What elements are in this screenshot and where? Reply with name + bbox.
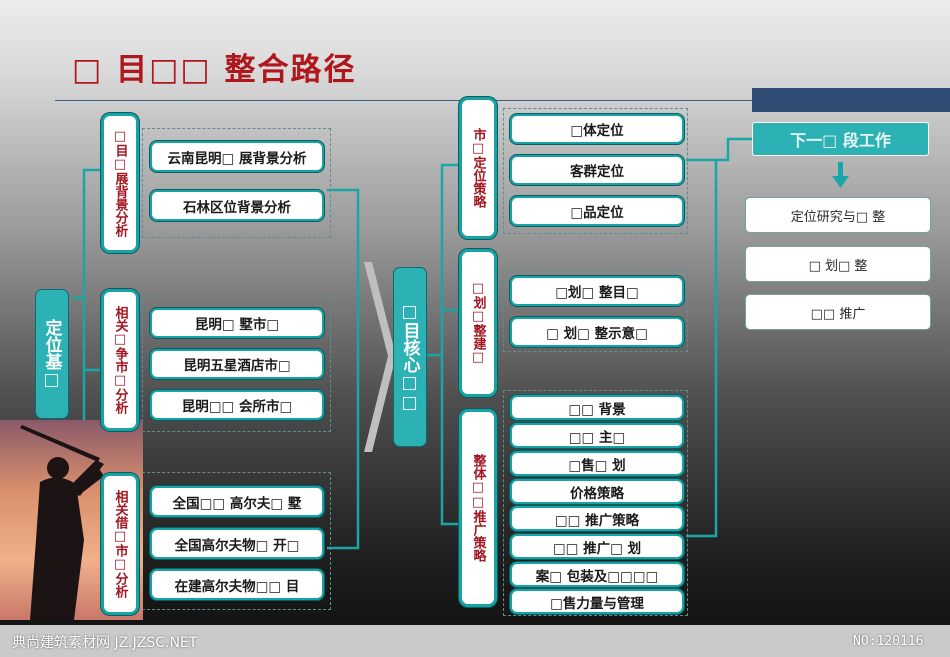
left-bracket-line — [327, 188, 360, 550]
left-item: 在建高尔夫物□□ 目 — [152, 571, 322, 598]
right-item: 价格策略 — [512, 481, 682, 502]
left-group-1-label: □目□展背景分析 — [104, 116, 136, 250]
center-node: □目核心□□ — [394, 268, 426, 446]
right-group-1-label: 市□定位策略 — [462, 100, 494, 236]
right-item: □体定位 — [512, 116, 682, 142]
right-link-3 — [440, 355, 462, 526]
right-item: □品定位 — [512, 198, 682, 224]
footer-bar — [0, 625, 950, 657]
right-item: 客群定位 — [512, 157, 682, 183]
right-item: □售力量与管理 — [512, 591, 682, 612]
right-bracket-line — [686, 158, 718, 538]
right-item: □划□ 整目□ — [512, 278, 682, 304]
left-item: 全国□□ 高尔夫□ 墅 — [152, 488, 322, 515]
right-group-3-label: 整体□□推广策略 — [462, 412, 494, 604]
right-item: □□ 推广□ 划 — [512, 536, 682, 557]
right-item: □□ 推广策略 — [512, 508, 682, 529]
right-group-1-container — [503, 108, 688, 234]
left-link-1 — [82, 168, 104, 250]
left-item: 云南昆明□ 展背景分析 — [152, 143, 322, 170]
left-item: 昆明五星酒店市□ — [152, 351, 322, 377]
next-step-item: 定位研究与□ 整 — [746, 198, 930, 232]
left-group-2-label: 相关□争市□分析 — [104, 292, 136, 428]
right-item: □ 划□ 整示意□ — [512, 319, 682, 345]
arrow-down-icon — [832, 162, 849, 188]
next-step-header: 下一□ 段工作 — [752, 122, 929, 156]
left-group-2-container — [142, 296, 331, 432]
right-group-2-label: □划□整建□ — [462, 252, 494, 394]
right-item: □□ 背景 — [512, 397, 682, 418]
right-item: □□ 主□ — [512, 425, 682, 446]
next-step-link — [716, 137, 752, 162]
right-item: 案□ 包装及□□□□ — [512, 564, 682, 585]
right-link-1 — [426, 163, 462, 357]
root-node: 定位基□ — [36, 290, 68, 418]
next-step-item: □□ 推广 — [746, 295, 930, 329]
next-step-item: □ 划□ 整 — [746, 247, 930, 281]
page-title: □ 目□□ 整合路径 — [72, 52, 357, 88]
title-underline — [55, 100, 755, 101]
right-item: □售□ 划 — [512, 453, 682, 474]
left-group-3-label: 相关借□市□分析 — [104, 476, 136, 612]
left-item: 昆明□□ 会所市□ — [152, 392, 322, 418]
left-group-1-container — [142, 128, 331, 238]
footer-number: NO:120116 — [853, 634, 924, 649]
right-group-3-container — [503, 390, 688, 616]
right-group-2-container — [503, 270, 688, 352]
title-accent-bar — [752, 88, 950, 112]
left-item: 昆明□ 墅市□ — [152, 310, 322, 336]
footer-watermark: 典尚建筑素材网 JZ.JZSC.NET — [12, 635, 198, 651]
left-item: 石林区位背景分析 — [152, 192, 322, 219]
chevron-arrow-icon — [364, 262, 396, 452]
left-item: 全国高尔夫物□ 开□ — [152, 530, 322, 557]
